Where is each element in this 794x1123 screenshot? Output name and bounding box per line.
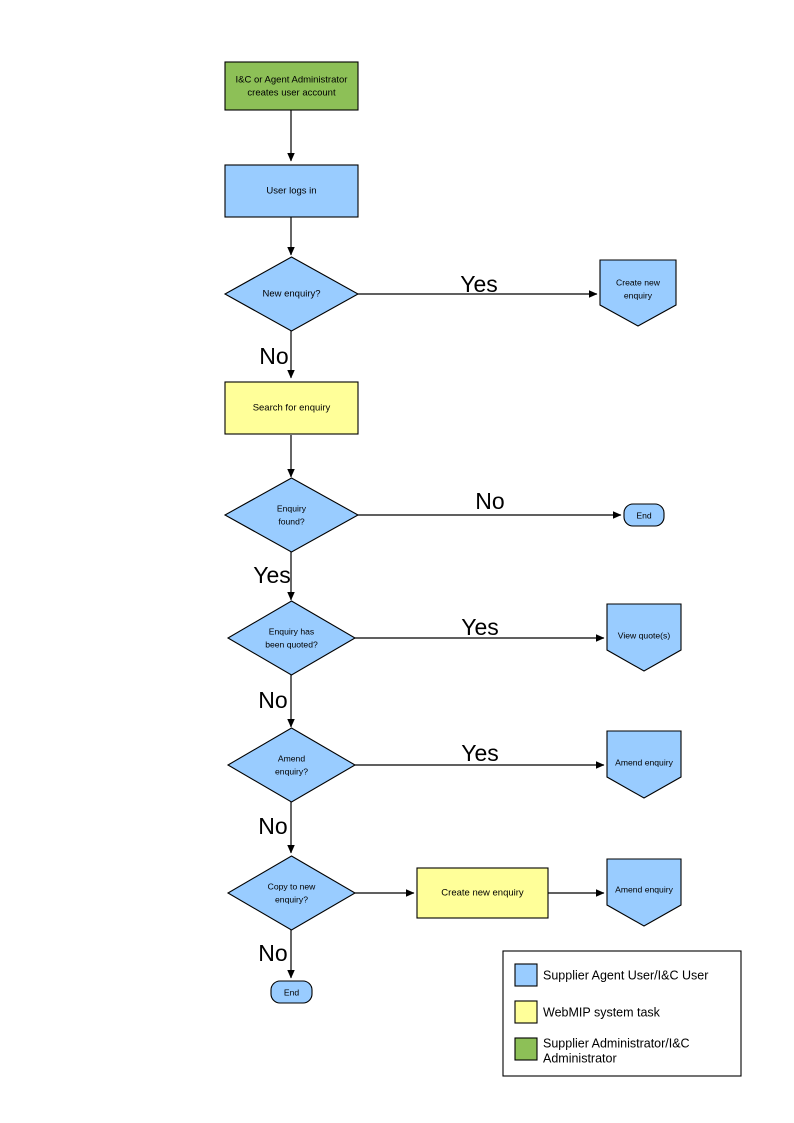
node-view-quotes-action[interactable]: View quote(s) <box>606 603 682 672</box>
legend: Supplier Agent User/I&C User WebMIP syst… <box>502 950 742 1077</box>
edge-label-copy-no: No <box>258 940 287 966</box>
node-shape-pentagon <box>606 858 682 927</box>
node-label-line1: Enquiry has <box>269 626 314 636</box>
node-label-line1: Amend enquiry <box>615 884 674 894</box>
edge-label-enquiry-found-yes: Yes <box>253 562 291 588</box>
node-shape-diamond <box>223 477 360 553</box>
node-shape-rectangle <box>224 164 359 218</box>
node-shape-pentagon <box>606 730 682 799</box>
node-new-enquiry-decision[interactable]: New enquiry? <box>223 256 360 332</box>
node-label-line1: End <box>636 510 652 520</box>
node-end-terminator-top[interactable]: End <box>623 503 665 527</box>
node-amend-enquiry-action[interactable]: Amend enquiry <box>606 730 682 799</box>
node-create-new-enquiry-system-task[interactable]: Create new enquiry <box>416 867 549 919</box>
node-label-line2: found? <box>278 516 305 526</box>
node-amend-enquiry-decision[interactable]: Amend enquiry? <box>226 727 357 803</box>
node-create-new-enquiry-action[interactable]: Create new enquiry <box>599 259 677 327</box>
node-label-line1: Create new enquiry <box>441 888 524 899</box>
node-label-line1: Enquiry <box>277 503 307 513</box>
node-label-line1: Copy to new <box>268 881 317 891</box>
node-end-terminator-bottom[interactable]: End <box>270 980 313 1004</box>
node-label-line1: Create new <box>616 277 661 287</box>
node-label-line2: enquiry <box>624 290 653 300</box>
edge-label-new-enquiry-yes: Yes <box>460 271 498 297</box>
legend-label-line1: Supplier Agent User/I&C User <box>543 968 708 982</box>
node-label-line1: End <box>284 987 300 997</box>
edge-labels: Yes No No Yes Yes No Yes No No <box>253 271 504 966</box>
edge-label-quoted-no: No <box>258 687 287 713</box>
node-shape-terminator <box>270 980 313 1004</box>
legend-label-line2: Administrator <box>543 1051 617 1065</box>
node-amend-enquiry-action-bottom[interactable]: Amend enquiry <box>606 858 682 927</box>
node-enquiry-found-decision[interactable]: Enquiry found? <box>223 477 360 553</box>
legend-label-line1: Supplier Administrator/I&C <box>543 1036 690 1050</box>
node-shape-pentagon <box>606 603 682 672</box>
node-enquiry-quoted-decision[interactable]: Enquiry has been quoted? <box>226 600 357 676</box>
node-shape-diamond <box>226 727 357 803</box>
legend-frame <box>502 950 742 1077</box>
edge-label-amend-yes: Yes <box>461 740 499 766</box>
node-shape-terminator <box>623 503 665 527</box>
node-shape-diamond <box>226 600 357 676</box>
node-user-logs-in[interactable]: User logs in <box>224 164 359 218</box>
legend-swatch-green <box>514 1037 538 1061</box>
node-label-line2: been quoted? <box>265 639 318 649</box>
node-shape-pentagon <box>599 259 677 327</box>
legend-item-supplier-administrator: Supplier Administrator/I&C Administrator <box>514 1036 690 1065</box>
node-label-line1: I&C or Agent Administrator <box>236 75 348 86</box>
node-shape-diamond <box>226 855 357 931</box>
node-shape-diamond <box>223 256 360 332</box>
node-label-line1: User logs in <box>266 186 316 197</box>
node-label-line1: Search for enquiry <box>253 403 331 414</box>
node-shape-rectangle <box>224 61 359 111</box>
node-label-line2: enquiry? <box>275 894 308 904</box>
edge-label-enquiry-found-no: No <box>475 488 504 514</box>
node-label-line1: New enquiry? <box>262 289 320 300</box>
node-label-line2: enquiry? <box>275 766 308 776</box>
node-admin-creates-user-account[interactable]: I&C or Agent Administrator creates user … <box>224 61 359 111</box>
node-label-line1: Amend enquiry <box>615 757 674 767</box>
node-label-line2: creates user account <box>247 88 336 99</box>
edge-label-new-enquiry-no: No <box>259 343 288 369</box>
node-shape-rectangle <box>224 381 359 435</box>
legend-item-webmip-system-task: WebMIP system task <box>514 1000 661 1024</box>
edge-label-quoted-yes: Yes <box>461 614 499 640</box>
edge-label-amend-no: No <box>258 813 287 839</box>
legend-swatch-blue <box>514 963 538 987</box>
connectors <box>287 110 622 979</box>
node-search-for-enquiry[interactable]: Search for enquiry <box>224 381 359 435</box>
legend-item-supplier-agent-user: Supplier Agent User/I&C User <box>514 963 708 987</box>
node-copy-to-new-enquiry-decision[interactable]: Copy to new enquiry? <box>226 855 357 931</box>
legend-label-line1: WebMIP system task <box>543 1005 661 1019</box>
node-label-line1: Amend <box>278 753 305 763</box>
node-shape-rectangle <box>416 867 549 919</box>
node-label-line1: View quote(s) <box>618 630 671 640</box>
legend-swatch-yellow <box>514 1000 538 1024</box>
